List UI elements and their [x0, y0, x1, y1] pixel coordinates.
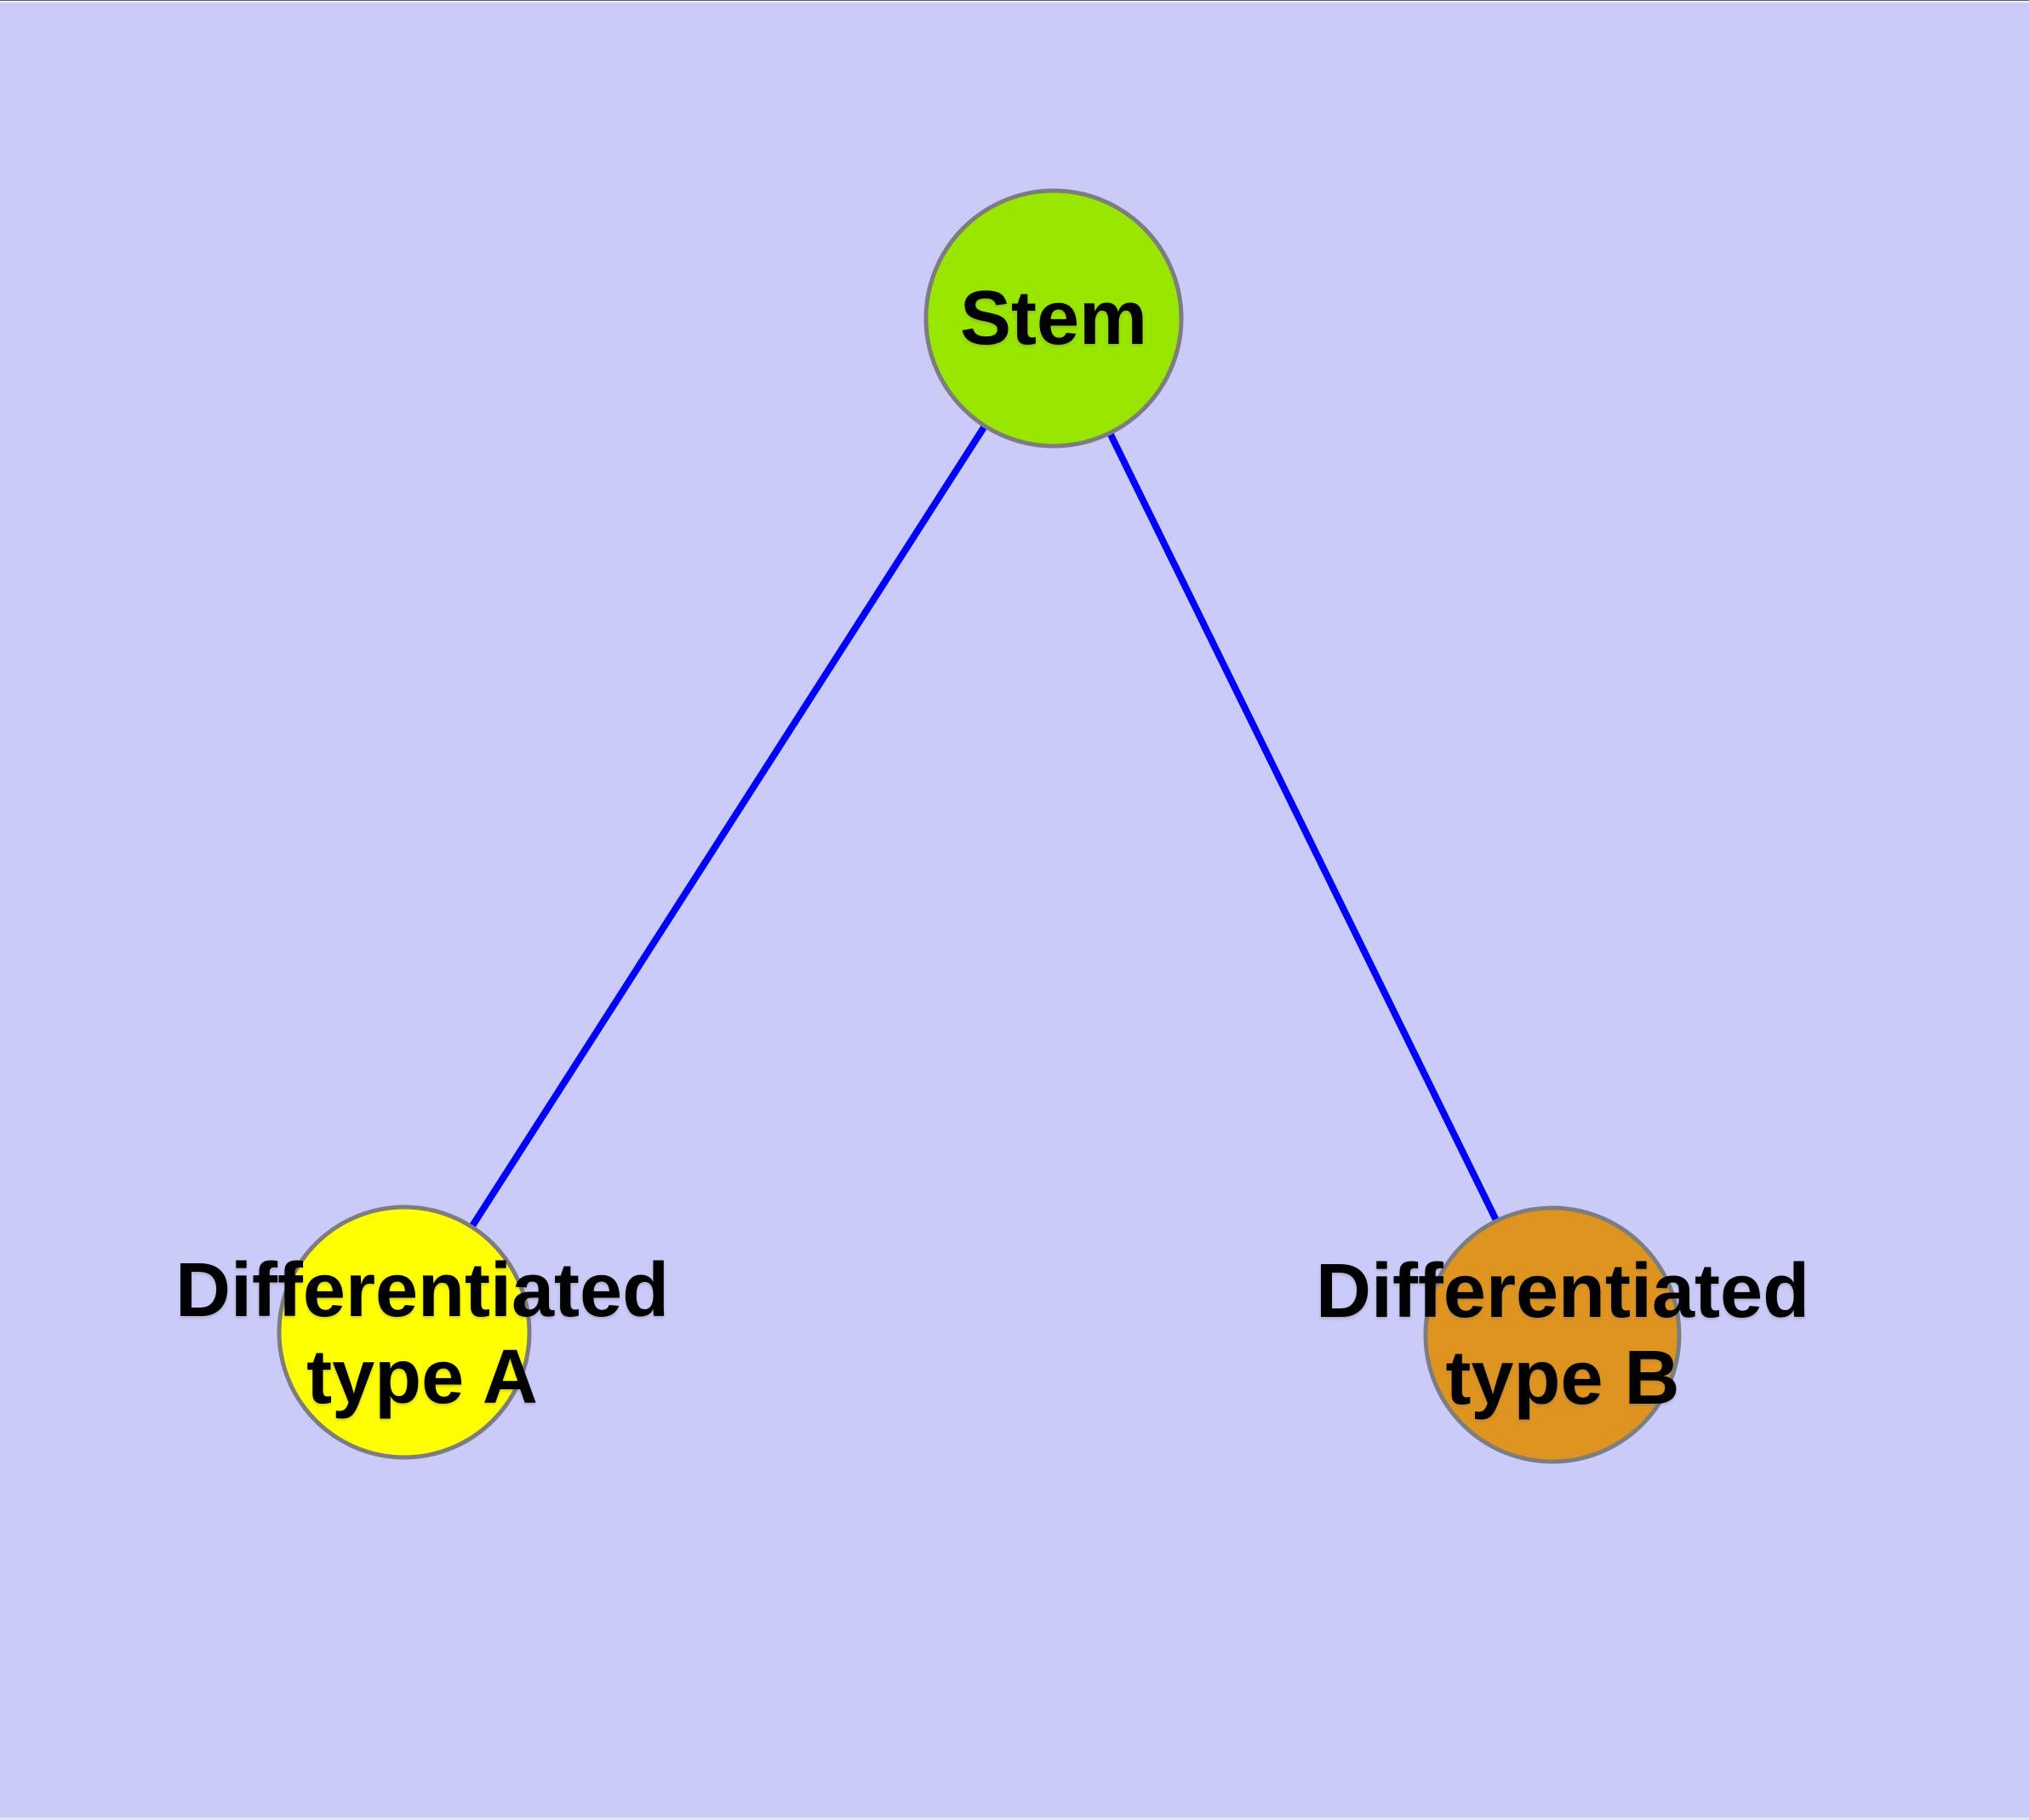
window-top-edge-dark: [0, 0, 2029, 1]
node-label-differentiated-type-a: Differentiated type A: [175, 1247, 669, 1421]
node-label-stem: Stem: [960, 275, 1147, 362]
edge-stem-to-type-b: [1050, 317, 1556, 1336]
node-stem: [923, 188, 1184, 449]
node-differentiated-type-b: [1423, 1205, 1682, 1464]
window-bottom-edge-light: [0, 1817, 2029, 1820]
node-differentiated-type-a: [277, 1205, 532, 1460]
node-label-type-a-line-2: type A: [306, 1335, 538, 1420]
node-label-differentiated-type-b: Differentiated type B: [1316, 1248, 1809, 1422]
node-label-type-b-line-1: Differentiated: [1315, 1249, 1810, 1334]
window-top-edge-light: [0, 1, 2029, 3]
node-label-type-b-line-2: type B: [1445, 1336, 1680, 1421]
node-label-type-a-line-1: Differentiated: [174, 1248, 670, 1333]
edge-stem-to-type-a: [401, 316, 1057, 1335]
node-label-stem-line-1: Stem: [959, 276, 1148, 361]
